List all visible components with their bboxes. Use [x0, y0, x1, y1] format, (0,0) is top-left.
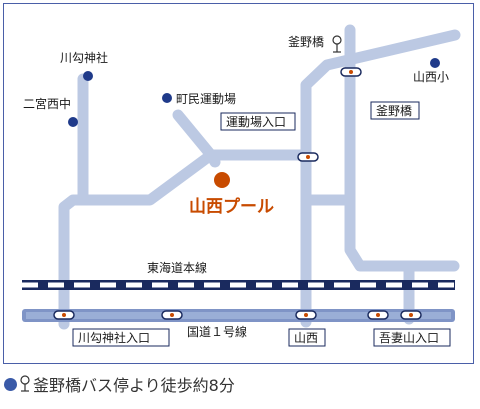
marker-yamanishi-dot	[304, 313, 308, 317]
bus-stop-label-yamanishi: 山西	[288, 328, 326, 347]
map-canvas: 川勾神社 二宮西中 町民運動場 釜野橋 山西小 山西プール 東海道本線 国道１号…	[22, 24, 461, 347]
svg-text:川勾神社入口: 川勾神社入口	[78, 330, 150, 345]
label-railway: 東海道本線	[147, 260, 207, 275]
label-ninomiya-nishi: 二宮西中	[23, 96, 71, 111]
marker-kamanohashi-dot	[349, 70, 353, 74]
railway-tokaido	[22, 280, 455, 290]
landmark-dot-kawawa-shrine	[83, 71, 93, 81]
road-west-vertical	[58, 149, 312, 330]
marker-azumayama-west-dot	[376, 313, 380, 317]
marker-kawawa-dot	[62, 313, 66, 317]
marker-stadium-dot	[306, 155, 310, 159]
svg-text:運動場入口: 運動場入口	[226, 115, 286, 129]
marker-azumayama-dot	[409, 313, 413, 317]
roads	[58, 24, 461, 330]
bus-stop-label-kamanohashi: 釜野橋	[370, 101, 420, 120]
access-map: 川勾神社 二宮西中 町民運動場 釜野橋 山西小 山西プール 東海道本線 国道１号…	[3, 3, 474, 364]
label-highway: 国道１号線	[187, 324, 247, 339]
svg-text:釜野橋: 釜野橋	[376, 103, 412, 118]
label-kawawa-shrine: 川勾神社	[60, 50, 108, 65]
bus-stop-pin-icon	[20, 375, 30, 392]
kamanohashi-pin-icon	[332, 35, 342, 53]
label-kamanohashi: 釜野橋	[288, 34, 324, 49]
footer-text: 釜野橋バス停より徒歩約8分	[33, 376, 235, 395]
svg-text:吾妻山入口: 吾妻山入口	[379, 331, 439, 345]
landmark-dot-town-stadium	[162, 93, 172, 103]
destination-dot	[214, 172, 230, 188]
bus-stop-label-kawawa-shrine: 川勾神社入口	[72, 328, 170, 347]
destination-dot-icon	[4, 377, 17, 391]
landmark-dot-yamanishi-es	[430, 58, 440, 68]
bus-stop-label-azumayama: 吾妻山入口	[373, 328, 451, 347]
label-town-stadium: 町民運動場	[176, 92, 236, 106]
marker-route1-mid-dot	[170, 313, 174, 317]
bus-stop-markers	[53, 67, 422, 320]
road-stadium-branch	[172, 109, 221, 168]
svg-text:山西: 山西	[294, 331, 318, 345]
footer-caption: 釜野橋バス停より徒歩約8分	[4, 372, 235, 396]
label-destination: 山西プール	[189, 196, 274, 217]
landmark-dot-ninomiya-nishi	[68, 117, 78, 127]
label-yamanishi-es: 山西小	[413, 70, 449, 84]
bus-stop-label-stadium: 運動場入口	[220, 112, 296, 131]
